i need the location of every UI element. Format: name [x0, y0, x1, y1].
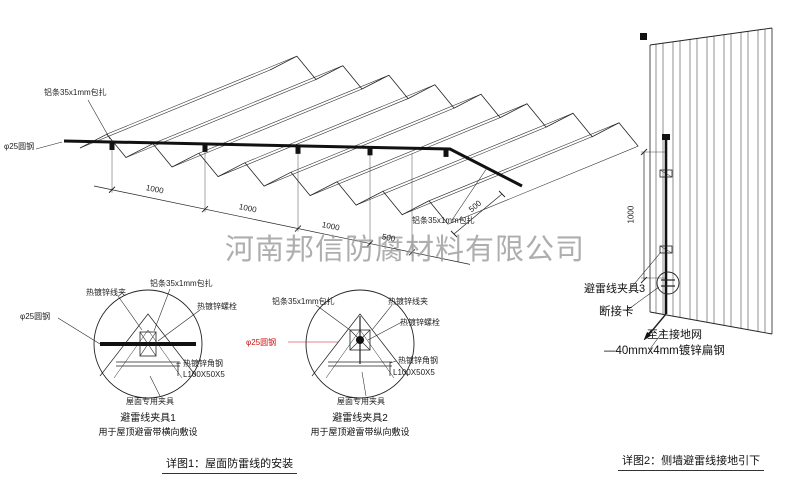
- detail2-title: 避雷线夹具2: [332, 413, 388, 424]
- caption-detail1: 详图1：屋面防雷线的安装: [162, 455, 298, 474]
- wall-art: [640, 27, 773, 335]
- wall-dim: 1000: [626, 205, 636, 224]
- detail1-strip-label: 铝条35x1mm包扎: [150, 279, 213, 288]
- company-watermark: 河南邦信防腐材料有限公司: [225, 234, 586, 266]
- detail2-strip-label: 铝条35x1mm包扎: [272, 297, 335, 306]
- wall-clamp3-label: 避雷线夹具3: [584, 283, 646, 295]
- detail1-bolt-label: 热镀锌螺栓: [197, 302, 237, 311]
- detail1-rod-label: φ25圆钢: [20, 312, 51, 321]
- wall-flat-steel-label: —40mmx4mm镀锌扁钢: [604, 345, 725, 357]
- wall-dimension: [640, 148, 666, 284]
- detail2-art: [288, 289, 415, 399]
- wall-disconnect-label: 断接卡: [599, 306, 634, 318]
- detail1-fixture-label: 屋面专用夹具: [126, 397, 174, 406]
- detail1-angle-size: L100X50X5: [183, 370, 225, 379]
- detail2-angle-label: 热镀锌角钢: [398, 356, 438, 365]
- detail1-angle-label: 热镀锌角钢: [183, 359, 223, 368]
- roof-isometric: [79, 55, 639, 225]
- roof-dimensions: [93, 146, 506, 265]
- detail1-clamp-label: 热镀锌线夹: [86, 288, 126, 297]
- detail2-clamp-label: 热镀锌线夹: [388, 297, 428, 306]
- detail2-angle-size: L100X50X5: [393, 368, 435, 377]
- roof-strip-label-right: 铝条35x1mm包扎: [412, 216, 475, 225]
- detail2-bolt-label: 热镀锌螺栓: [400, 318, 440, 327]
- detail2-subtitle: 用于屋顶避雷带纵向敷设: [310, 427, 410, 437]
- wall-leaders: [625, 251, 667, 350]
- lightning-wire: [63, 139, 523, 188]
- roof-strip-label-top: 铝条35x1mm包扎: [44, 88, 107, 97]
- detail1-subtitle: 用于屋顶避雷带横向敷设: [98, 427, 198, 437]
- detail2-rod-label: φ25圆钢: [246, 338, 277, 347]
- roof-rod-label: φ25圆钢: [4, 142, 35, 151]
- detail1-art: [57, 288, 203, 399]
- caption-detail2: 详图2：侧墙避雷线接地引下: [618, 452, 765, 471]
- roof-leaders: [35, 99, 488, 221]
- wall-ground-label: 至主接地网: [647, 329, 702, 341]
- detail2-fixture-label: 屋面专用夹具: [337, 397, 385, 406]
- detail1-title: 避雷线夹具1: [120, 413, 176, 424]
